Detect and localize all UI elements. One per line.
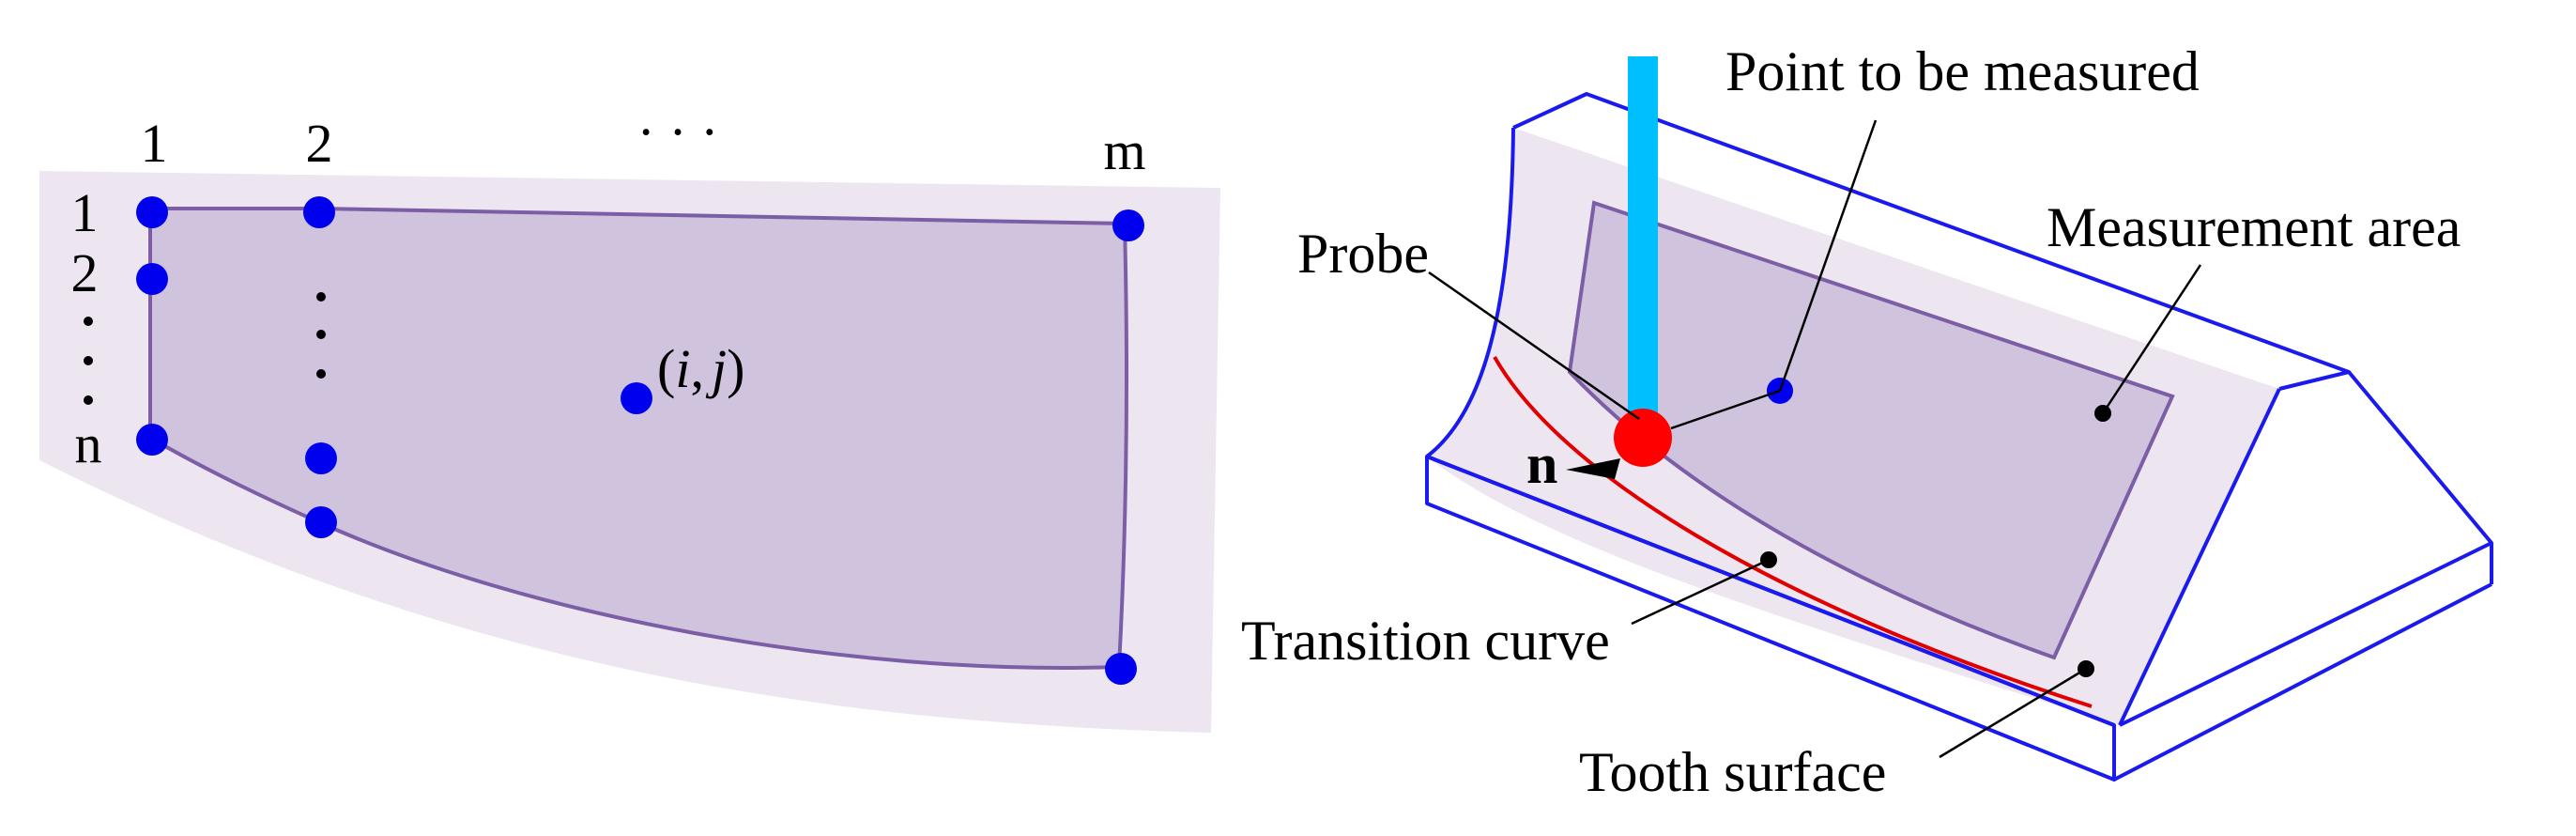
probe-shaft bbox=[1628, 56, 1658, 445]
tooth-block-outline bbox=[1425, 92, 2493, 782]
column-label-m: m bbox=[1103, 120, 1145, 181]
grid-point-n-2 bbox=[305, 506, 337, 538]
grid-diagram: 1 2 · · · m 1 2 n (i,j) bbox=[39, 101, 1220, 733]
normal-label: n bbox=[1526, 433, 1557, 495]
column-ellipsis: · · · bbox=[637, 101, 719, 163]
tooth-surface-label: Tooth surface bbox=[1579, 741, 1886, 803]
grid-point-2-1 bbox=[136, 263, 168, 295]
grid-point-1-m bbox=[1112, 209, 1144, 241]
measurement-area-label: Measurement area bbox=[2047, 196, 2461, 258]
row-label-n: n bbox=[75, 413, 102, 474]
grid-point-label: (i,j) bbox=[657, 338, 744, 399]
grid-point-1-1 bbox=[136, 196, 168, 228]
probe-label: Probe bbox=[1297, 223, 1429, 285]
normal-arrow bbox=[1566, 458, 1620, 479]
row-label-2: 2 bbox=[71, 242, 99, 303]
row-label-1: 1 bbox=[71, 182, 99, 243]
column-label-1: 1 bbox=[141, 113, 168, 174]
transition-curve-line bbox=[1493, 356, 2093, 708]
leader-lines bbox=[1428, 119, 2202, 759]
measurement-area-region bbox=[1567, 200, 2175, 660]
row-ellipsis bbox=[84, 317, 93, 405]
grid-point-n-m bbox=[1105, 653, 1137, 685]
grid-point-n1-2 bbox=[305, 442, 337, 474]
grid-point-i-j bbox=[621, 382, 652, 414]
measurement-region bbox=[148, 207, 1128, 671]
grid-point-n-1 bbox=[136, 424, 168, 456]
column-2-ellipsis bbox=[316, 292, 326, 379]
probe-diagram: n Point to be measured Probe Measurement… bbox=[1241, 40, 2493, 803]
grid-point-1-2 bbox=[303, 196, 335, 228]
point-to-measure-label: Point to be measured bbox=[1725, 40, 2200, 102]
transition-curve-label: Transition curve bbox=[1241, 610, 1610, 672]
probe-tip bbox=[1614, 409, 1672, 467]
column-label-2: 2 bbox=[306, 113, 333, 174]
